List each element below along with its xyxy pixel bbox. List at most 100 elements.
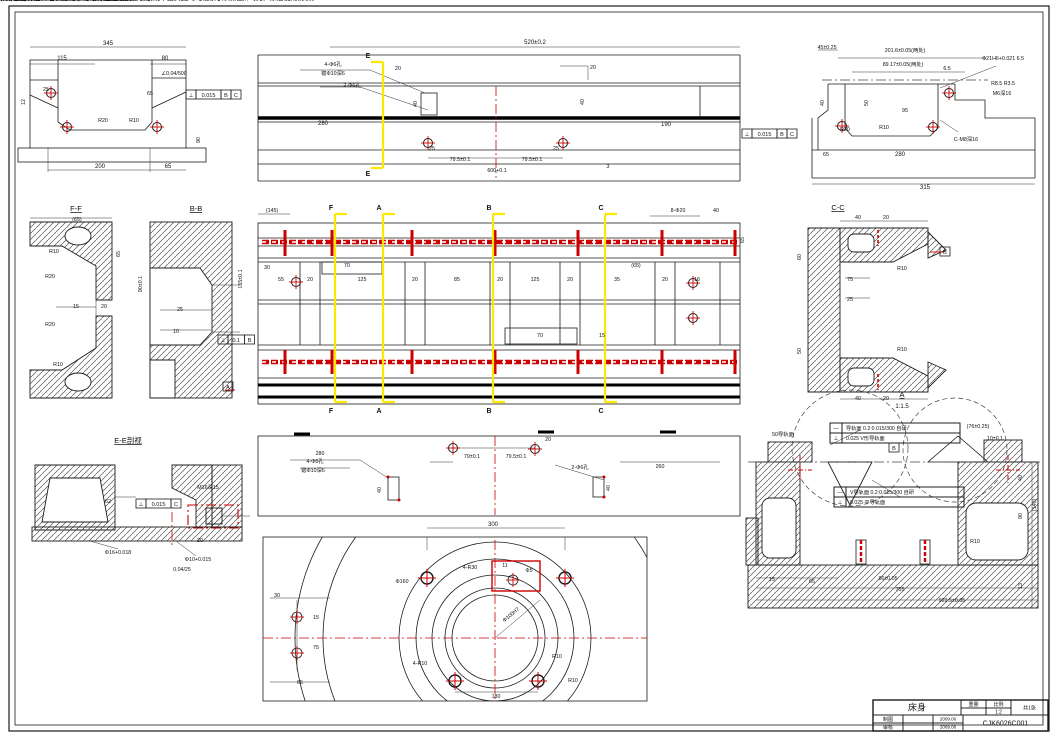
plan-cross-ribs [283, 230, 737, 374]
dim-small: 10 [173, 329, 179, 335]
dim-small: 125 [358, 277, 367, 283]
tolerance-value: 0.1 [232, 338, 240, 344]
dim-small: 50导轨面 [772, 430, 794, 438]
dim-dim: 65 [165, 164, 172, 170]
dim-small: 70 [537, 333, 543, 339]
dim-small: 20 [412, 277, 418, 283]
dim-small: M6深16 [993, 89, 1012, 97]
dim-small: 62 [105, 499, 111, 505]
dim-mag: B [486, 205, 491, 212]
dim-small: 600+0.1 [487, 168, 506, 174]
frame-cell [902, 722, 934, 732]
dim-small: (65) [631, 263, 641, 269]
dim-small: 65 [297, 680, 303, 686]
callout-symbol: ⊥ [834, 436, 839, 442]
dim-small: 755 [896, 587, 905, 593]
dim-small: 40 [580, 99, 586, 105]
dim-small: 20 [883, 396, 889, 402]
dim-small: 30 [264, 265, 270, 271]
dim-small: Φ5 [525, 568, 532, 574]
title-block-cell: 重量 [968, 701, 978, 708]
dim-small: 260 [656, 464, 665, 470]
frame-cell [829, 432, 843, 444]
dim-small: 923.5±0.05 [939, 598, 966, 604]
dim-small: R20 [98, 118, 108, 124]
dim-dim: 280 [895, 152, 906, 158]
dim-small: R8.5 R3.5 [991, 81, 1015, 87]
callout-text: 0.025 V形导轨面 [846, 434, 885, 442]
dim-small: 8-Φ20 [671, 208, 686, 214]
dim-small: 20 [883, 215, 889, 221]
dim-small: 25 [429, 146, 435, 152]
dim-small: Φ21H6+0.021 6.5 [982, 56, 1024, 62]
note-line: 2.未注明壁厚20，肋厚20；未注明铸造圆角R10。 [0, 0, 153, 2]
dim-mag: E [366, 53, 371, 60]
dim-small: 25 [847, 297, 853, 303]
dim-small: 4-R10 [413, 661, 427, 667]
callout-symbol: — [837, 490, 843, 496]
dim-small: R10 [129, 118, 139, 124]
dim-dim: 190 [661, 122, 672, 128]
dim-small: 79.5±0.1 [506, 454, 527, 460]
dim-mag: A [376, 408, 381, 415]
dim-small: 20 [590, 65, 596, 71]
dim-small: 50 [864, 100, 870, 106]
note-line: 4.不加工表面去毛刺，内表面涂红色油漆。 [0, 0, 132, 2]
view-plan [257, 212, 741, 405]
dim-small: (145) [266, 208, 279, 214]
dim-mag: A [376, 205, 381, 212]
note-line: 1.铸件不得有夹渣、疏松、砂眼等铸造缺陷。 [0, 0, 139, 2]
frame-cell [244, 334, 256, 345]
callout-symbol: — [833, 426, 839, 432]
dim-small: 4-Φ6孔 [306, 457, 324, 465]
guideway-callouts: —导轨面 0.2:0.015/300 自研⊥0.025 V形导轨面—V导轨面 0… [829, 422, 965, 508]
view-section-ee [31, 464, 250, 557]
dim-small: 65 [116, 251, 122, 257]
dim-small: R20 [45, 322, 55, 328]
tolerance-value: A [226, 385, 230, 391]
dim-small: 79.5±0.1 [522, 157, 543, 163]
dim-small: 20 [101, 304, 107, 310]
tolerance-value: B [224, 93, 228, 99]
dim-small: R20 [45, 274, 55, 280]
frame-cell [962, 714, 1049, 732]
dim-dim: 115 [57, 56, 67, 62]
tolerance-value: B [943, 250, 947, 256]
tolerance-value: B [892, 446, 896, 452]
dim-dim: 300 [488, 522, 499, 528]
view-section-ff [29, 217, 113, 399]
dim-small: 15 [599, 333, 605, 339]
dim-small: 25 [553, 146, 559, 152]
dim-small: 79±0.1 [464, 454, 480, 460]
tolerance-value: C [234, 93, 238, 99]
dim-small: 20 [197, 538, 203, 544]
title-block-cell: 共1张 [1023, 704, 1036, 711]
callout-text: 导轨面 0.2:0.015/300 自研 [846, 424, 907, 432]
dim-small: 79.5±0.1 [450, 157, 471, 163]
dim-small: 75 [847, 277, 853, 283]
dim-mag: C [598, 408, 603, 415]
dim-small: 89.17±0.05(两处) [883, 60, 924, 68]
dim-small: 40 [820, 100, 826, 106]
tolerance-value: 0.015 [152, 502, 166, 508]
view-end-face [262, 527, 648, 702]
dim-small: R10 [970, 539, 980, 545]
view-section-a [745, 389, 1040, 609]
dim-small: 75 [313, 645, 319, 651]
title-block: 床身制图审核2009.062009.06重量比例1:2共1张CJK6026C00… [872, 699, 1049, 732]
dim-title: F-F [70, 204, 82, 213]
dim-small: 25 [177, 307, 183, 313]
dim-small: R10 [49, 249, 59, 255]
dim-small: R10 [897, 266, 907, 272]
callout-text: 0.025 平导轨面 [850, 498, 885, 506]
dim-small: 20 [497, 277, 503, 283]
dim-small: 201.6±0.05(两处) [885, 46, 926, 54]
dim-small: 锪Φ10深6 [321, 69, 345, 77]
dim-small: 12 [21, 99, 27, 105]
dim-small: 20 [395, 66, 401, 72]
title-block-cell: 1:2 [995, 709, 1002, 715]
dim-dim: 345 [103, 41, 114, 47]
title-block-cell: 审核 [883, 724, 893, 731]
dim-small: R10 [53, 362, 63, 368]
